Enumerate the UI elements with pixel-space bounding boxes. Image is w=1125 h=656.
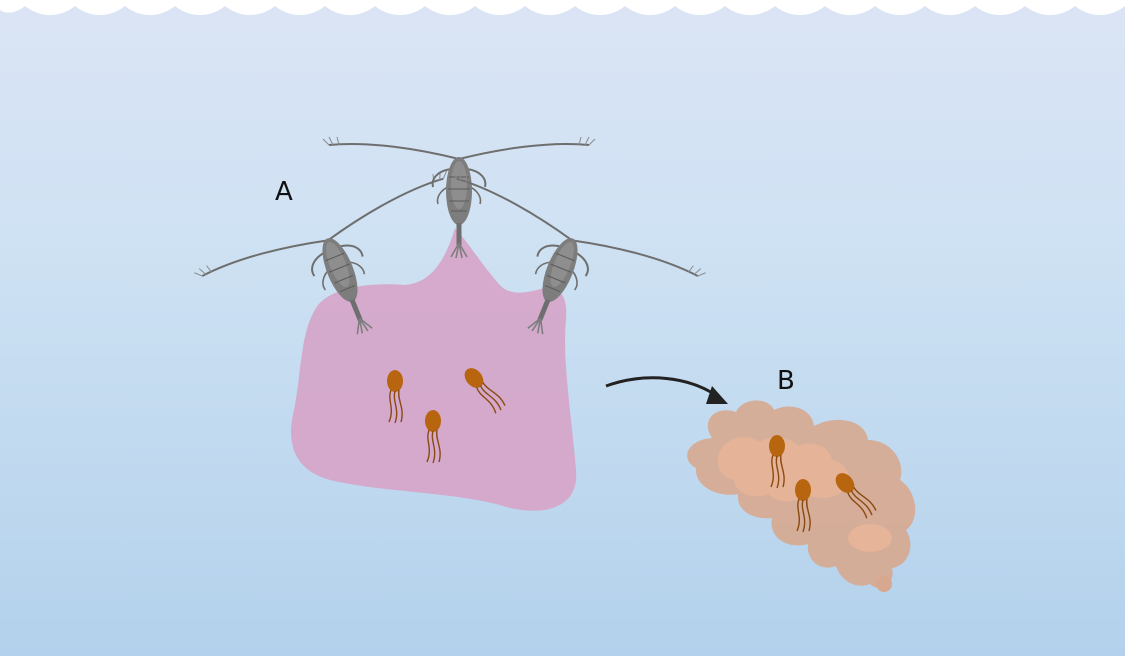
label-a: A <box>275 177 293 207</box>
label-b: B <box>777 366 795 396</box>
